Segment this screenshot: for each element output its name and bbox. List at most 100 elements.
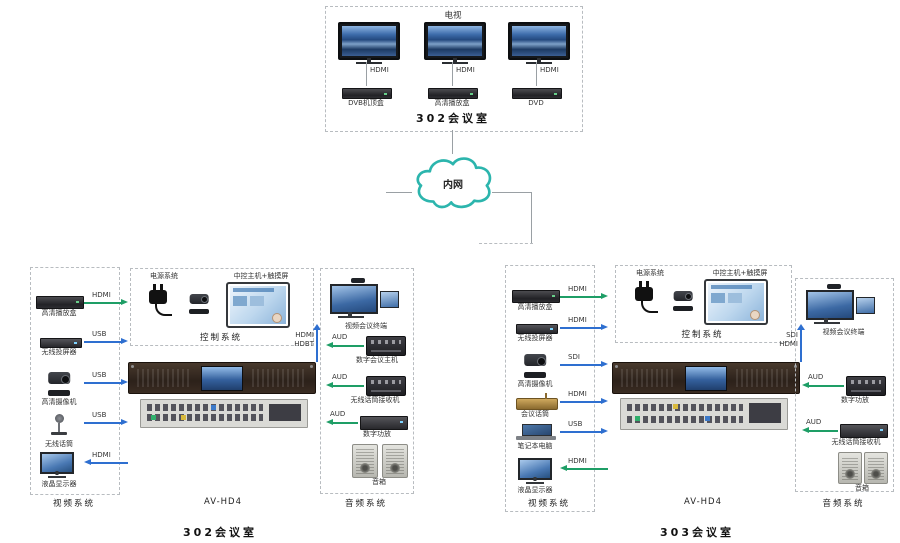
cable-label: AUD (806, 418, 822, 426)
video-system-label: 视频系统 (52, 499, 95, 509)
trunk-line (531, 192, 532, 244)
control-system-label: 控制系统 (199, 333, 242, 343)
sdi-link-line (797, 324, 804, 362)
trunk-line-dashed (479, 243, 533, 244)
cable-arrow (326, 342, 364, 349)
device-label: 音箱 (855, 484, 869, 492)
trunk-line (386, 192, 412, 193)
device-label: DVB机顶盒 (348, 99, 384, 107)
hdmi-cable-line (366, 62, 367, 86)
trunk-line (452, 130, 453, 154)
trunk-line (492, 192, 532, 193)
media-player-icon (36, 296, 84, 309)
cable-arrow (560, 428, 608, 435)
cable-label: USB (92, 411, 107, 419)
cable-arrow (326, 419, 358, 426)
matrix-switcher-icon (612, 362, 800, 394)
device-label: 数字功放 (841, 396, 869, 404)
cable-arrow (84, 379, 128, 386)
room302-control-panel (130, 268, 314, 346)
audio-processor-icon (366, 336, 406, 356)
mic-receiver-icon (840, 424, 888, 438)
audio-system-label: 音频系统 (344, 499, 387, 509)
device-label: 高清摄像机 (41, 398, 77, 406)
conference-terminal-icon (330, 278, 400, 320)
device-label: 高清摄像机 (517, 380, 553, 388)
device-label: 数字会议主机 (356, 356, 398, 364)
cable-arrow (84, 459, 128, 466)
speaker-icon (382, 444, 408, 478)
cable-label: AUD (332, 333, 348, 341)
hdbt-link-line (313, 324, 320, 362)
cable-arrow (560, 324, 608, 331)
cable-label: HDMI (540, 66, 559, 74)
cable-arrow (560, 465, 608, 472)
device-label: 高清播放盒 (434, 99, 470, 107)
device-label: DVD (528, 99, 544, 107)
touch-panel-label: 中控主机+触摸屏 (712, 269, 768, 277)
room303-control-panel (615, 265, 792, 343)
device-label: 液晶显示器 (41, 480, 77, 488)
cable-label: AUD (332, 373, 348, 381)
media-player-icon (428, 88, 478, 99)
device-label: 无线投屏器 (517, 334, 553, 342)
dvd-player-icon (512, 88, 562, 99)
room303-audio-panel (795, 278, 894, 492)
monitor-icon (40, 452, 74, 478)
monitor-icon (518, 458, 552, 484)
cable-label: HDMI (92, 451, 111, 459)
link-label: HDMI (779, 340, 798, 348)
power-label: 电源系统 (150, 272, 178, 280)
cable-label: USB (92, 330, 107, 338)
link-label: SDI (786, 331, 798, 339)
media-player-icon (512, 290, 560, 303)
cable-arrow (560, 398, 608, 405)
room303-label: 303会议室 (660, 526, 734, 539)
ptz-camera-icon (186, 294, 212, 314)
top-room-title: 电视 (444, 11, 462, 21)
power-plug-icon (146, 284, 172, 316)
ptz-camera-icon (520, 354, 550, 378)
touch-panel-icon (704, 279, 768, 325)
top-room-label: 302会议室 (416, 112, 490, 125)
device-label: 数字功放 (363, 430, 391, 438)
hdmi-cable-line (536, 62, 537, 86)
set-top-box-icon (342, 88, 392, 99)
cable-label: HDMI (370, 66, 389, 74)
ptz-camera-icon (44, 372, 74, 396)
wireless-presenter-icon (40, 338, 82, 348)
matrix-model-label: AV-HD4 (204, 497, 242, 507)
device-label: 视频会议终端 (822, 328, 865, 336)
amplifier-icon (360, 416, 408, 430)
touch-panel-icon (226, 282, 290, 328)
device-label: 音箱 (372, 478, 386, 486)
device-label: 液晶显示器 (517, 486, 553, 494)
room302-label: 302会议室 (183, 526, 257, 539)
top-room-panel (325, 6, 583, 132)
device-label: 无线话筒接收机 (350, 396, 400, 404)
tv-icon (424, 22, 486, 64)
device-label: 无线话筒接收机 (831, 438, 881, 446)
control-system-label: 控制系统 (681, 330, 724, 340)
laptop-icon (516, 424, 556, 440)
cable-arrow (560, 293, 608, 300)
ptz-camera-icon (670, 291, 696, 311)
speaker-icon (352, 444, 378, 478)
cable-label: AUD (808, 373, 824, 381)
cable-label: SDI (568, 353, 580, 361)
matrix-switcher-icon (128, 362, 316, 394)
video-system-label: 视频系统 (527, 499, 570, 509)
device-label: 无线话筒 (45, 440, 73, 448)
cable-arrow (802, 382, 844, 389)
device-label: 视频会议终端 (345, 322, 387, 330)
cable-label: USB (92, 371, 107, 379)
cable-label: HDMI (568, 316, 587, 324)
cable-arrow (560, 361, 608, 368)
cable-arrow (84, 419, 128, 426)
cable-label: HDMI (456, 66, 475, 74)
device-label: 高清播放盒 (517, 303, 553, 311)
cable-label: AUD (330, 410, 346, 418)
cloud-icon (408, 150, 498, 214)
tv-icon (508, 22, 570, 64)
